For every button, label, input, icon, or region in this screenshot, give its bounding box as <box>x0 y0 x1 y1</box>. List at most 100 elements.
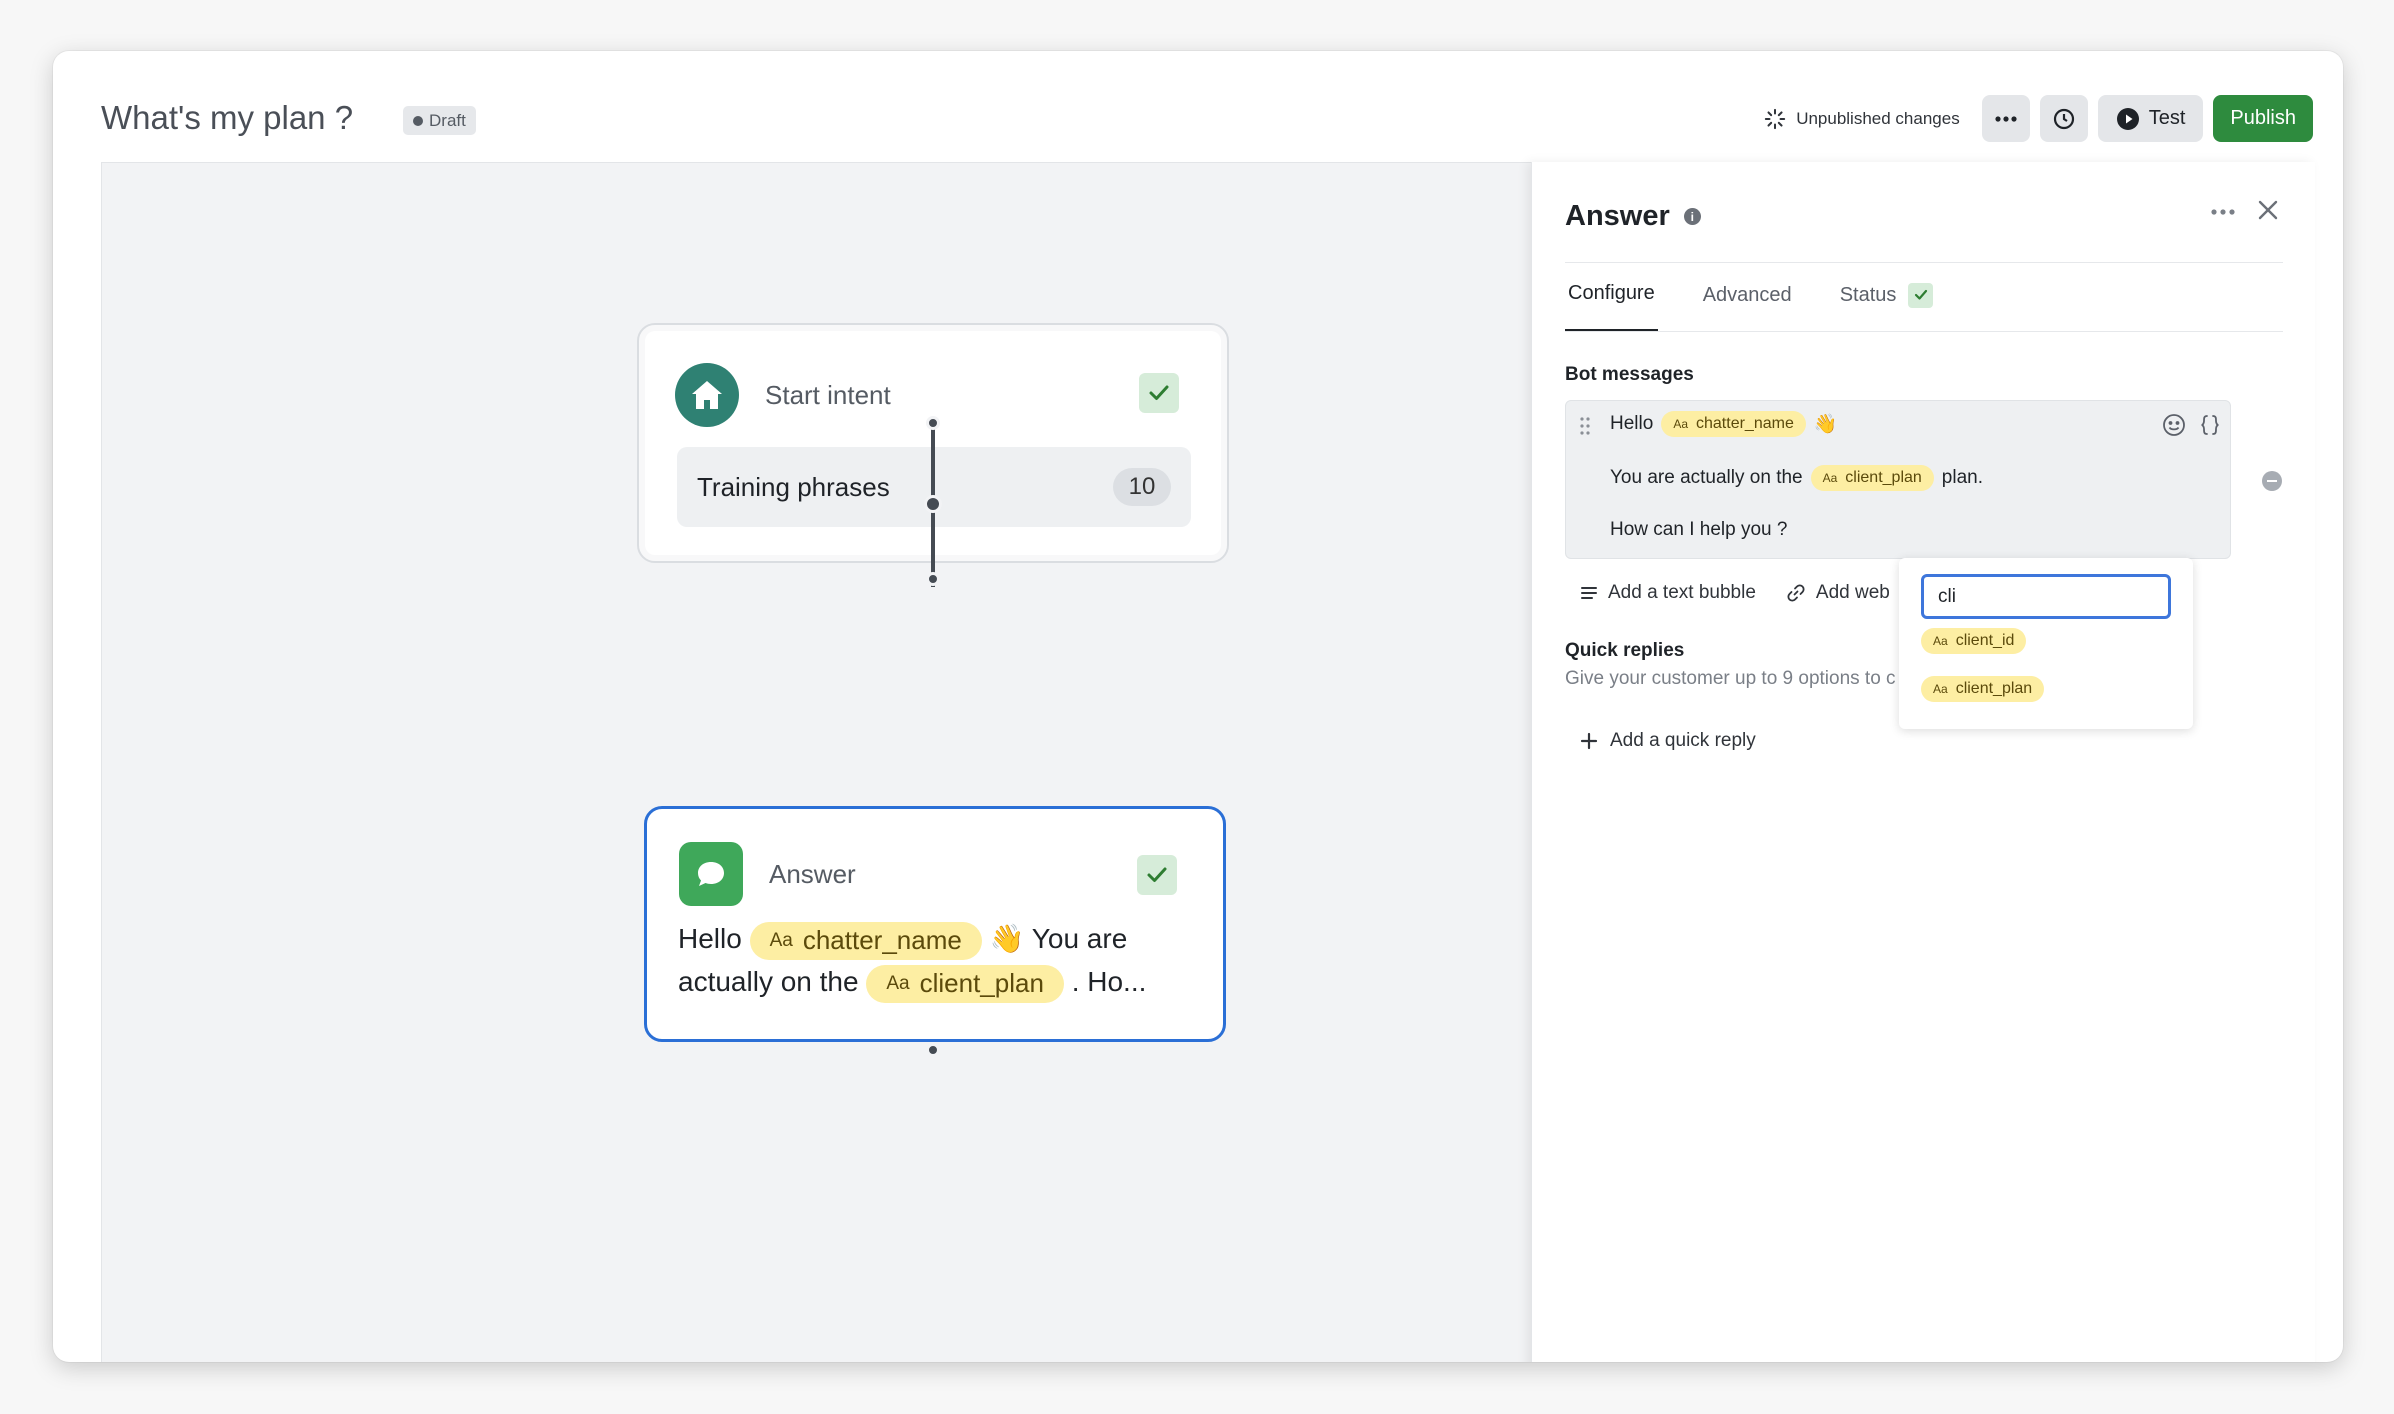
play-circle-icon <box>2116 107 2139 130</box>
answer-preview-text: Hello Aa chatter_name 👋 You are actually … <box>678 917 1208 1003</box>
add-quick-reply-label: Add a quick reply <box>1610 730 1756 751</box>
answer-node-header: Answer <box>679 842 856 906</box>
link-icon <box>1787 584 1805 602</box>
check-icon <box>1137 855 1177 895</box>
close-button[interactable] <box>2257 199 2279 226</box>
wave-emoji: 👋 <box>989 923 1025 954</box>
message-text: How can I help you ? <box>1610 519 1788 540</box>
divider <box>1565 262 2283 263</box>
connector-handle[interactable] <box>926 572 940 586</box>
info-icon[interactable]: i <box>1683 208 1701 225</box>
answer-node[interactable]: Answer Hello Aa chatter_name 👋 You are ac… <box>644 806 1226 1042</box>
wave-emoji: 👋 <box>1813 414 1838 435</box>
draft-badge-label: Draft <box>429 110 466 130</box>
variable-option-client-id[interactable]: Aa client_id <box>1921 628 2027 654</box>
page-title: What's my plan ? <box>101 99 354 136</box>
variable-search-input[interactable] <box>1921 574 2171 619</box>
tab-label: Configure <box>1568 282 1655 304</box>
minus-icon <box>2267 480 2277 482</box>
answer-config-panel: Answer i Configure Advanced Status Bot m… <box>1531 162 2315 1362</box>
text-variable-icon: Aa <box>1673 417 1688 431</box>
more-horizontal-icon <box>2211 209 2235 215</box>
variable-chip: Aa client_plan <box>866 964 1064 1003</box>
quick-replies-description: Give your customer up to 9 options to c <box>1565 668 1896 689</box>
tab-configure[interactable]: Configure <box>1565 282 1658 332</box>
check-icon <box>1908 282 1934 308</box>
loading-spinner-icon <box>1765 108 1786 129</box>
tab-advanced[interactable]: Advanced <box>1700 282 1795 332</box>
home-icon <box>675 363 739 427</box>
history-button[interactable] <box>2039 95 2088 142</box>
tabs-divider <box>1565 331 2283 332</box>
bubble-tools <box>2162 413 2220 437</box>
action-label: Add web <box>1815 582 1890 603</box>
answer-node-title: Answer <box>769 858 856 889</box>
preview-text: . Ho... <box>1071 966 1147 997</box>
text-variable-icon: Aa <box>1822 471 1838 485</box>
variable-chip: Aa chatter_name <box>749 921 982 960</box>
bot-messages-label: Bot messages <box>1565 364 1694 385</box>
add-text-bubble-button[interactable]: Add a text bubble <box>1580 582 1756 604</box>
panel-title: Answer i <box>1565 200 1701 233</box>
flow-canvas[interactable]: Start intent Training phrases 10 Answer <box>101 162 1531 1362</box>
tab-label: Status <box>1839 283 1897 306</box>
action-label: Add a text bubble <box>1608 582 1756 603</box>
variable-name: client_plan <box>1955 680 2033 697</box>
preview-text: You are actually on the <box>678 923 1128 997</box>
unpublished-status-label: Unpublished changes <box>1796 108 1960 128</box>
test-button[interactable]: Test <box>2097 95 2204 142</box>
variable-name: client_plan <box>1845 469 1922 486</box>
message-line: How can I help you ? <box>1610 519 1787 541</box>
emoji-icon[interactable] <box>2162 413 2186 437</box>
variable-option-client-plan[interactable]: Aa client_plan <box>1921 676 2045 702</box>
plus-icon <box>1580 732 1598 750</box>
more-horizontal-icon <box>1995 115 2017 122</box>
close-icon <box>2258 200 2278 220</box>
header-actions: Unpublished changes Test Publish <box>1764 95 2313 142</box>
variable-chip[interactable]: Aa chatter_name <box>1661 411 1806 437</box>
text-variable-icon: Aa <box>886 973 910 995</box>
start-intent-header: Start intent <box>675 363 891 427</box>
message-text: plan. <box>1941 467 1983 488</box>
drag-handle-icon[interactable] <box>1580 417 1590 440</box>
bubble-actions: Add a text bubble Add web <box>1580 582 1890 604</box>
tab-label: Advanced <box>1702 283 1792 306</box>
add-quick-reply-button[interactable]: Add a quick reply <box>1580 730 1756 752</box>
text-variable-icon: Aa <box>769 930 793 952</box>
text-variable-icon: Aa <box>1933 634 1948 648</box>
message-text: Hello <box>1610 413 1654 434</box>
training-phrases-label: Training phrases <box>697 471 890 502</box>
training-phrases-count: 10 <box>1113 468 1171 506</box>
connector-handle[interactable] <box>926 416 940 430</box>
connector-add-point[interactable] <box>924 495 942 513</box>
text-lines-icon <box>1581 587 1597 599</box>
panel-title-label: Answer <box>1565 200 1670 232</box>
start-intent-title: Start intent <box>765 379 891 410</box>
panel-more-button[interactable] <box>2211 202 2235 220</box>
chat-bubble-icon <box>679 842 743 906</box>
variable-name: client_id <box>1955 632 2015 649</box>
clock-icon <box>2053 108 2074 129</box>
add-web-button[interactable]: Add web <box>1786 582 1890 604</box>
check-icon <box>1139 373 1179 413</box>
message-line: Hello Aa chatter_name 👋 <box>1610 411 1838 437</box>
variable-autocomplete-popover: Aa client_id Aa client_plan <box>1899 558 2193 729</box>
publish-button[interactable]: Publish <box>2213 95 2313 142</box>
unpublished-status: Unpublished changes <box>1764 108 1960 130</box>
variable-name: chatter_name <box>802 925 962 956</box>
quick-replies-label: Quick replies <box>1565 640 1685 661</box>
info-dot-icon <box>413 115 423 126</box>
remove-bubble-button[interactable] <box>2262 471 2282 491</box>
connector-handle[interactable] <box>926 1043 940 1057</box>
variable-braces-icon[interactable] <box>2200 413 2220 437</box>
draft-badge: Draft <box>403 106 476 135</box>
text-variable-icon: Aa <box>1933 682 1948 696</box>
variable-name: chatter_name <box>1696 415 1794 432</box>
preview-text: Hello <box>678 923 742 954</box>
tab-status[interactable]: Status <box>1837 282 1937 332</box>
more-options-button[interactable] <box>1981 95 2030 142</box>
variable-name: client_plan <box>919 968 1044 999</box>
variable-chip[interactable]: Aa client_plan <box>1810 465 1934 491</box>
